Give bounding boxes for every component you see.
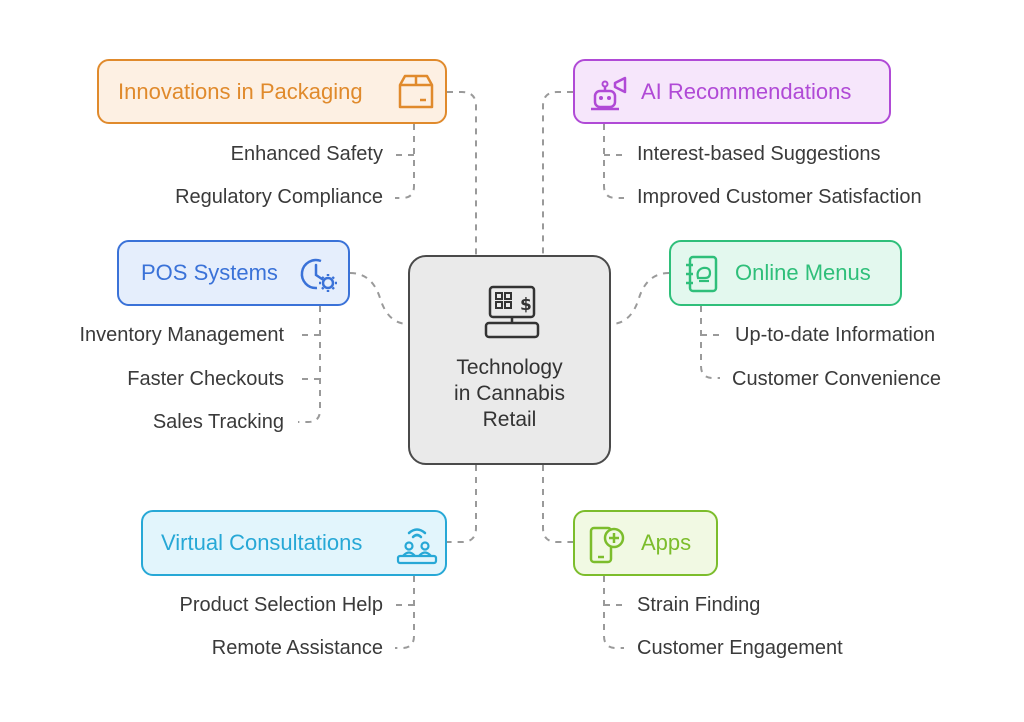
central-topic-line-1: Technology bbox=[456, 356, 563, 379]
ai-item-interest-based-suggestions: Interest-based Suggestions bbox=[637, 143, 881, 165]
video-meeting-icon bbox=[396, 528, 438, 565]
connector-ai-items bbox=[603, 124, 624, 199]
connector-virtual-items bbox=[395, 576, 415, 649]
branch-menus-node: Online Menus bbox=[669, 240, 902, 306]
virtual-item-remote-assistance: Remote Assistance bbox=[211, 637, 383, 659]
central-topic-line-2: in Cannabis bbox=[454, 382, 565, 405]
connector-menus-items bbox=[700, 306, 720, 379]
branch-packaging-title: Innovations in Packaging bbox=[118, 78, 363, 104]
virtual-item-product-selection-help: Product Selection Help bbox=[179, 594, 383, 616]
connector-packaging-items bbox=[395, 124, 415, 199]
ai-item-improved-customer-satisfaction: Improved Customer Satisfaction bbox=[637, 186, 922, 208]
connector-virtual bbox=[447, 465, 477, 543]
connector-packaging bbox=[447, 91, 477, 255]
clock-gear-icon bbox=[300, 258, 337, 292]
central-topic-node: $ Technology in Cannabis Retail bbox=[408, 255, 611, 465]
branch-pos-node: POS Systems bbox=[117, 240, 350, 306]
apps-item-strain-finding: Strain Finding bbox=[637, 594, 761, 616]
branch-menus-title: Online Menus bbox=[735, 260, 871, 285]
connector-ai bbox=[542, 91, 573, 255]
central-topic-label: Technology in Cannabis Retail bbox=[410, 355, 609, 433]
package-box-icon bbox=[398, 74, 434, 109]
pos-item-faster-checkouts: Faster Checkouts bbox=[127, 368, 284, 390]
connector-pos bbox=[349, 272, 409, 325]
branch-ai-title: AI Recommendations bbox=[641, 78, 852, 104]
menus-item-up-to-date-information: Up-to-date Information bbox=[735, 324, 936, 346]
connector-pos-items bbox=[298, 306, 321, 423]
mobile-plus-icon bbox=[589, 526, 625, 564]
robot-megaphone-icon bbox=[591, 76, 627, 111]
branch-ai-node: AI Recommendations bbox=[573, 59, 891, 124]
central-topic-line-3: Retail bbox=[482, 408, 537, 431]
pos-item-sales-tracking: Sales Tracking bbox=[152, 411, 284, 433]
pos-terminal-icon: $ bbox=[484, 285, 540, 339]
packaging-item-regulatory-compliance: Regulatory Compliance bbox=[175, 186, 383, 208]
connector-apps-items bbox=[603, 576, 624, 649]
pos-item-inventory-management: Inventory Management bbox=[79, 324, 284, 346]
branch-virtual-title: Virtual Consultations bbox=[161, 530, 363, 555]
packaging-item-enhanced-safety: Enhanced Safety bbox=[230, 143, 383, 165]
connector-apps bbox=[542, 465, 573, 543]
branch-apps-node: Apps bbox=[573, 510, 718, 576]
apps-item-customer-engagement: Customer Engagement bbox=[637, 637, 843, 659]
menus-item-customer-convenience: Customer Convenience bbox=[732, 368, 941, 390]
svg-text:$: $ bbox=[520, 295, 532, 315]
branch-apps-title: Apps bbox=[641, 530, 692, 555]
notebook-icon bbox=[686, 255, 718, 293]
connector-menus bbox=[610, 272, 670, 325]
branch-pos-title: POS Systems bbox=[141, 260, 278, 285]
branch-virtual-node: Virtual Consultations bbox=[141, 510, 447, 576]
branch-packaging-node: Innovations in Packaging bbox=[97, 59, 447, 124]
